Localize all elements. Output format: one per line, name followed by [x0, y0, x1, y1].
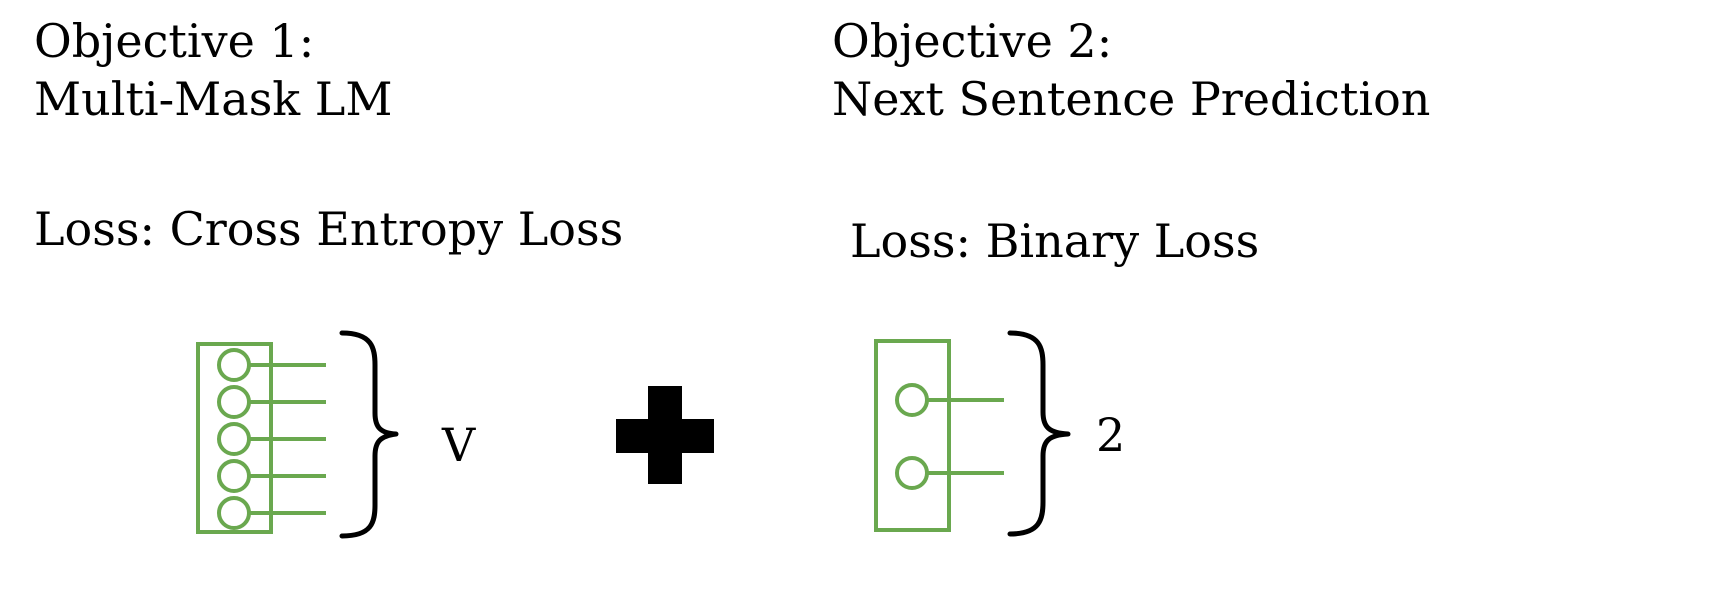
objective2-name: Next Sentence Prediction	[832, 72, 1431, 126]
objective2-unit-node-2	[895, 456, 929, 490]
objective1-unit-node-3	[217, 422, 251, 456]
objective1-output-layer	[196, 342, 326, 534]
vocab-size-label: V	[442, 418, 476, 472]
binary-size-label: 2	[1096, 408, 1126, 462]
objective2-layer-box	[874, 339, 951, 532]
objective1-name: Multi-Mask LM	[34, 72, 393, 126]
objective2-title: Objective 2:	[832, 14, 1113, 68]
objective1-unit-node-2	[217, 385, 251, 419]
objective2-units	[895, 383, 1004, 490]
objective2-unit-node-1	[895, 383, 929, 417]
objective2-curly-brace	[1007, 330, 1071, 537]
plus-vertical-bar	[648, 386, 682, 484]
objective1-unit-node-4	[217, 459, 251, 493]
objective1-loss: Loss: Cross Entropy Loss	[34, 202, 624, 256]
objective1-units	[217, 348, 326, 530]
objective1-curly-brace	[339, 330, 399, 539]
plus-icon	[616, 386, 714, 484]
objective1-title: Objective 1:	[34, 14, 315, 68]
objective2-output-layer	[874, 339, 1004, 532]
objective2-loss: Loss: Binary Loss	[850, 214, 1260, 268]
objective1-unit-node-1	[217, 348, 251, 382]
objective1-unit-node-5	[217, 496, 251, 530]
